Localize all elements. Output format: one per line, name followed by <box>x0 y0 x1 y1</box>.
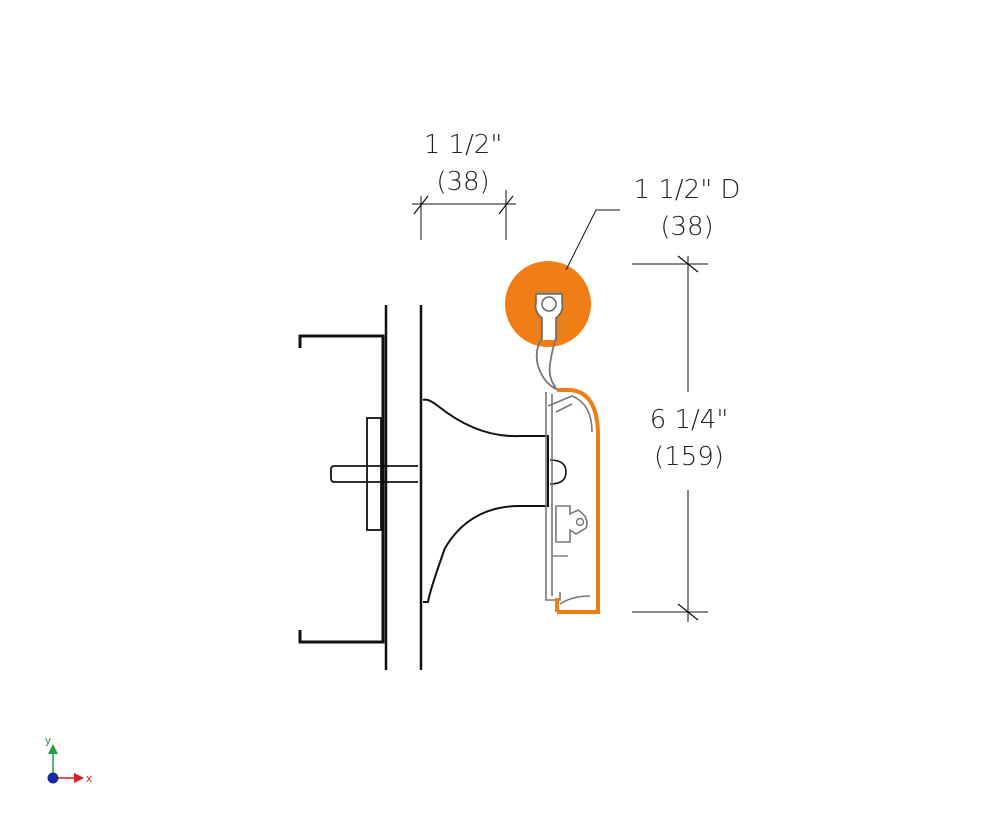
dim-width-inches: 1 1/2" <box>424 130 503 160</box>
dim-width-tick-left <box>413 195 429 215</box>
y-axis-label: y <box>45 734 52 747</box>
wall-channel <box>298 334 385 644</box>
dim-width-tick-right <box>498 195 514 215</box>
bumper-retainer <box>545 392 593 601</box>
retainer-clip <box>555 505 588 543</box>
x-axis-label: x <box>86 772 93 785</box>
bumper-cover <box>555 388 600 614</box>
dim-diameter-mm: (38) <box>660 212 713 242</box>
bracket-screw <box>549 459 567 485</box>
retainer-bottom-lip <box>559 595 591 605</box>
y-axis-arrow <box>48 744 58 754</box>
anchor-bolt <box>330 465 418 483</box>
retainer-clip-hole <box>575 517 585 527</box>
x-axis-arrow <box>74 773 84 783</box>
dim-height-tick-top <box>677 255 699 273</box>
diameter-leader <box>565 209 620 271</box>
dim-height-tick-bottom <box>677 603 699 621</box>
dim-height-mm: (159) <box>654 442 724 472</box>
axis-triad: y x <box>45 734 93 785</box>
dim-width-mm: (38) <box>436 167 489 197</box>
dim-height-inches: 6 1/4" <box>650 405 729 435</box>
keyhole-hole <box>541 296 557 312</box>
rail-neck <box>535 337 559 391</box>
dim-diameter-inches: 1 1/2" D <box>634 175 741 205</box>
blocking-plate <box>366 417 382 531</box>
mounting-bracket <box>422 398 549 603</box>
axis-origin <box>47 772 59 784</box>
